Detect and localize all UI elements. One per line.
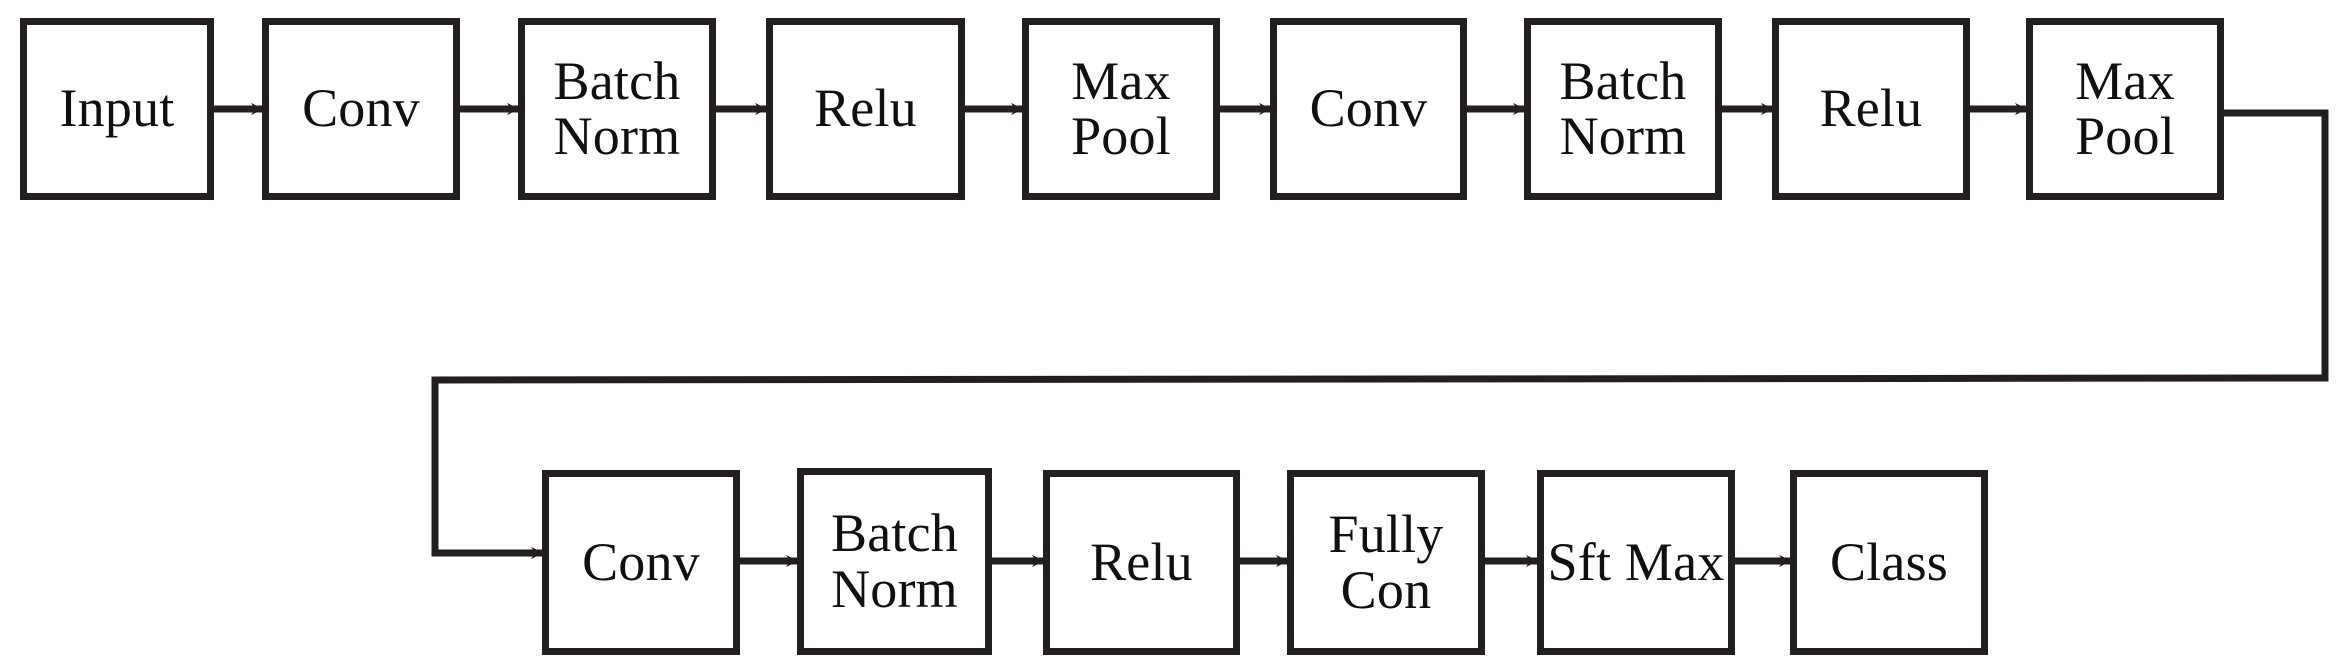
node-label-fully-con: Fully Con: [1328, 504, 1444, 620]
node-relu-2[interactable]: Relu: [1772, 18, 1970, 200]
node-label-sft-max: Sft Max: [1547, 531, 1725, 592]
node-label-relu-3: Relu: [1090, 531, 1193, 592]
node-input[interactable]: Input: [20, 18, 214, 200]
node-relu-1[interactable]: Relu: [766, 18, 965, 200]
node-max-pool-2[interactable]: Max Pool: [2026, 18, 2224, 200]
node-conv-3[interactable]: Conv: [542, 470, 740, 655]
node-label-input: Input: [59, 78, 175, 139]
node-sft-max[interactable]: Sft Max: [1537, 470, 1735, 655]
node-conv-1[interactable]: Conv: [262, 18, 460, 200]
node-label-relu-1: Relu: [814, 78, 917, 139]
node-label-conv-2: Conv: [1309, 78, 1428, 139]
node-label-class: Class: [1829, 531, 1949, 592]
wrap-connector-path: [431, 109, 2329, 560]
node-relu-3[interactable]: Relu: [1043, 470, 1240, 655]
node-label-conv-3: Conv: [582, 531, 700, 592]
node-batch-norm-1[interactable]: Batch Norm: [518, 18, 716, 200]
node-batch-norm-3[interactable]: Batch Norm: [797, 468, 992, 655]
node-label-max-pool-1: Max Pool: [1071, 50, 1171, 166]
node-label-conv-1: Conv: [302, 78, 420, 139]
node-batch-norm-2[interactable]: Batch Norm: [1524, 18, 1722, 200]
node-class[interactable]: Class: [1790, 470, 1988, 655]
node-label-max-pool-2: Max Pool: [2075, 50, 2175, 166]
straight-connectors: [214, 102, 2028, 568]
node-label-batch-norm-3: Batch Norm: [831, 503, 958, 619]
node-label-batch-norm-2: Batch Norm: [1559, 50, 1687, 166]
node-max-pool-1[interactable]: Max Pool: [1022, 18, 1220, 200]
node-label-relu-2: Relu: [1819, 78, 1923, 139]
node-fully-con[interactable]: Fully Con: [1287, 470, 1485, 655]
wrap-connector: [431, 109, 2329, 560]
node-label-batch-norm-1: Batch Norm: [553, 50, 681, 166]
node-conv-2[interactable]: Conv: [1270, 18, 1467, 200]
